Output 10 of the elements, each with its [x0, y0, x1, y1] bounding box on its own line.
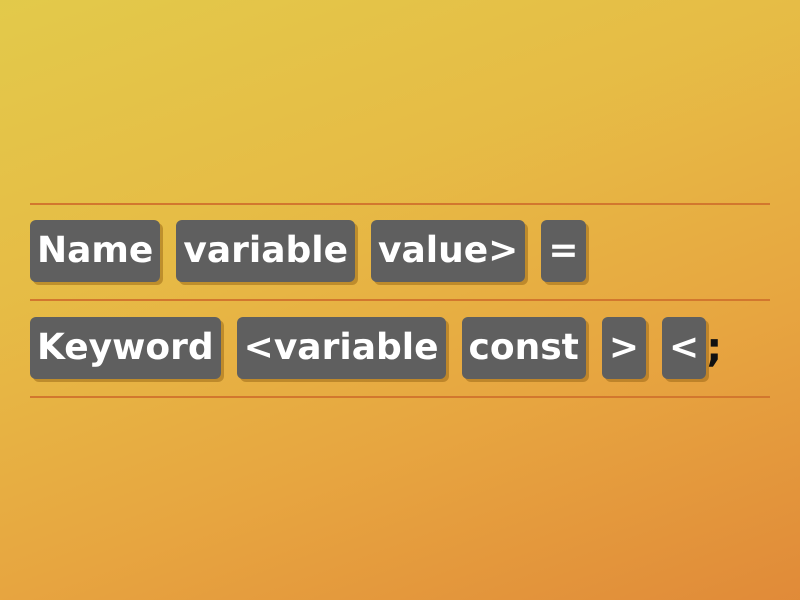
word-tile: <: [662, 317, 706, 379]
word-tile: <variable: [236, 317, 446, 379]
word-tile: Name: [30, 220, 160, 282]
punctuation-text: ;: [706, 324, 722, 373]
word-tile: =: [541, 220, 586, 282]
word-tile: Keyword: [30, 317, 221, 379]
word-tile: variable: [176, 220, 356, 282]
word-tile: const: [462, 317, 586, 379]
word-tile: >: [602, 317, 646, 379]
word-tile: value>: [371, 220, 526, 282]
